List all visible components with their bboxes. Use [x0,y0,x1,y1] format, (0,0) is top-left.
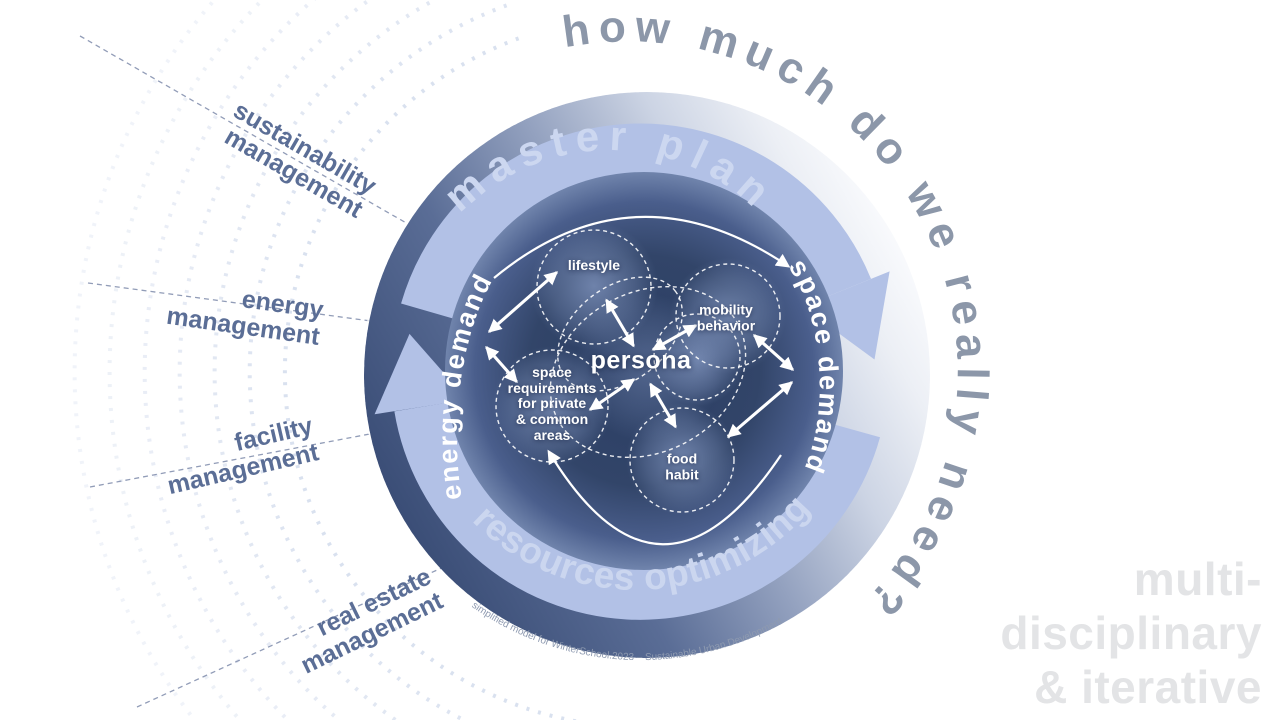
leader-line-sustainability [79,35,416,229]
mobility-bubble-2 [653,313,741,401]
flow-arc-top [493,215,791,279]
persona-label: persona [590,346,692,375]
outer-disc-dashed-rim [362,90,932,660]
corner-note: multi- disciplinary & iterative [1000,553,1262,713]
food-label: food habit [665,450,699,482]
lifestyle-label: lifestyle [567,257,621,274]
cycle-band-top-arc [401,123,872,319]
leader-line-facility [89,425,413,488]
mobility-label: mobility behavior [696,301,756,333]
relation-arrows [485,271,795,438]
space-requirements-label: space requirements for private & common … [507,363,597,443]
flow-arc-bottom [547,449,782,546]
cycle-band-right-arrowhead-icon [802,271,890,360]
cycle-band-left-arrowhead-icon [374,333,468,415]
small-bubble [557,276,683,392]
food-bubble [629,407,735,513]
leader-line-real-estate [136,554,471,708]
dotted-orbit-arcs [72,0,581,720]
mobility-bubble [675,263,781,369]
cycle-band [374,123,890,620]
leader-lines [79,35,471,708]
cycle-band-bottom-arc [394,402,881,620]
flow-arcs [493,215,791,546]
lifestyle-bubble [536,229,652,345]
